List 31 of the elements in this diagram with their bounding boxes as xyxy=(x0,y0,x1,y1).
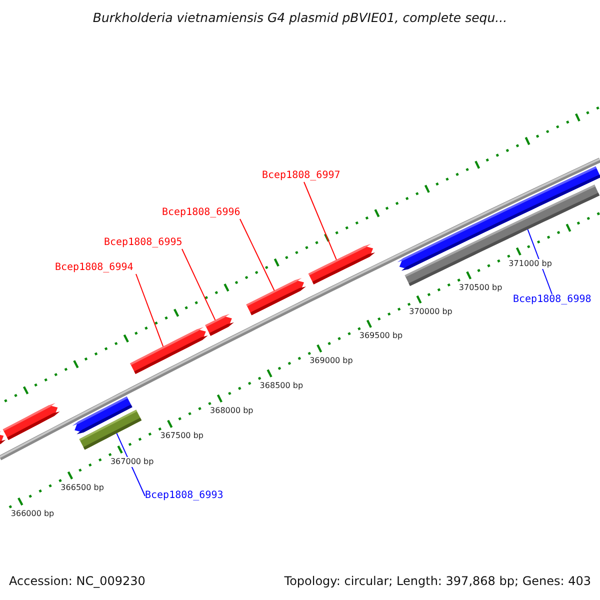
scale-label: 367000 bp xyxy=(110,456,154,467)
leader-line xyxy=(136,274,164,347)
leader-line xyxy=(527,228,552,294)
footer-text: Accession: NC_009230 xyxy=(9,574,146,588)
gene-label: Bcep1808_6998 xyxy=(513,294,592,306)
gene-label: Bcep1808_6996 xyxy=(162,207,240,219)
scale-label: 371000 bp xyxy=(508,259,552,270)
gene-block xyxy=(308,244,376,284)
gene-block xyxy=(130,327,208,374)
leader-line xyxy=(304,182,337,260)
gene-block xyxy=(2,403,60,440)
scale-label: 370500 bp xyxy=(458,282,502,293)
gene-block xyxy=(246,278,306,316)
gene-block xyxy=(205,314,234,336)
scale-label: 369500 bp xyxy=(359,331,403,342)
leader-line xyxy=(182,248,216,321)
scale-label: 368000 bp xyxy=(210,406,254,416)
gene-label: Bcep1808_6997 xyxy=(262,170,340,182)
scale-label: 366000 bp xyxy=(10,508,54,519)
scale-label: 368500 bp xyxy=(260,380,304,391)
scale-label: 367500 bp xyxy=(160,431,204,442)
title: Burkholderia vietnamiensis G4 plasmid pBVIE01, complete sequ... xyxy=(92,10,508,25)
scale-label: 370000 bp xyxy=(409,307,452,318)
gene-label: Bcep1808_6993 xyxy=(145,490,224,502)
gene-label: Bcep1808_6994 xyxy=(55,262,134,274)
scale-label: 369000 bp xyxy=(310,356,353,366)
gene-bar xyxy=(79,410,142,450)
footer-text: Topology: circular; Length: 397,868 bp; Genes: 403 xyxy=(284,574,591,588)
gene-label: Bcep1808_6995 xyxy=(104,237,182,249)
scale-label: 366500 bp xyxy=(60,482,104,493)
leader-line xyxy=(240,218,275,291)
